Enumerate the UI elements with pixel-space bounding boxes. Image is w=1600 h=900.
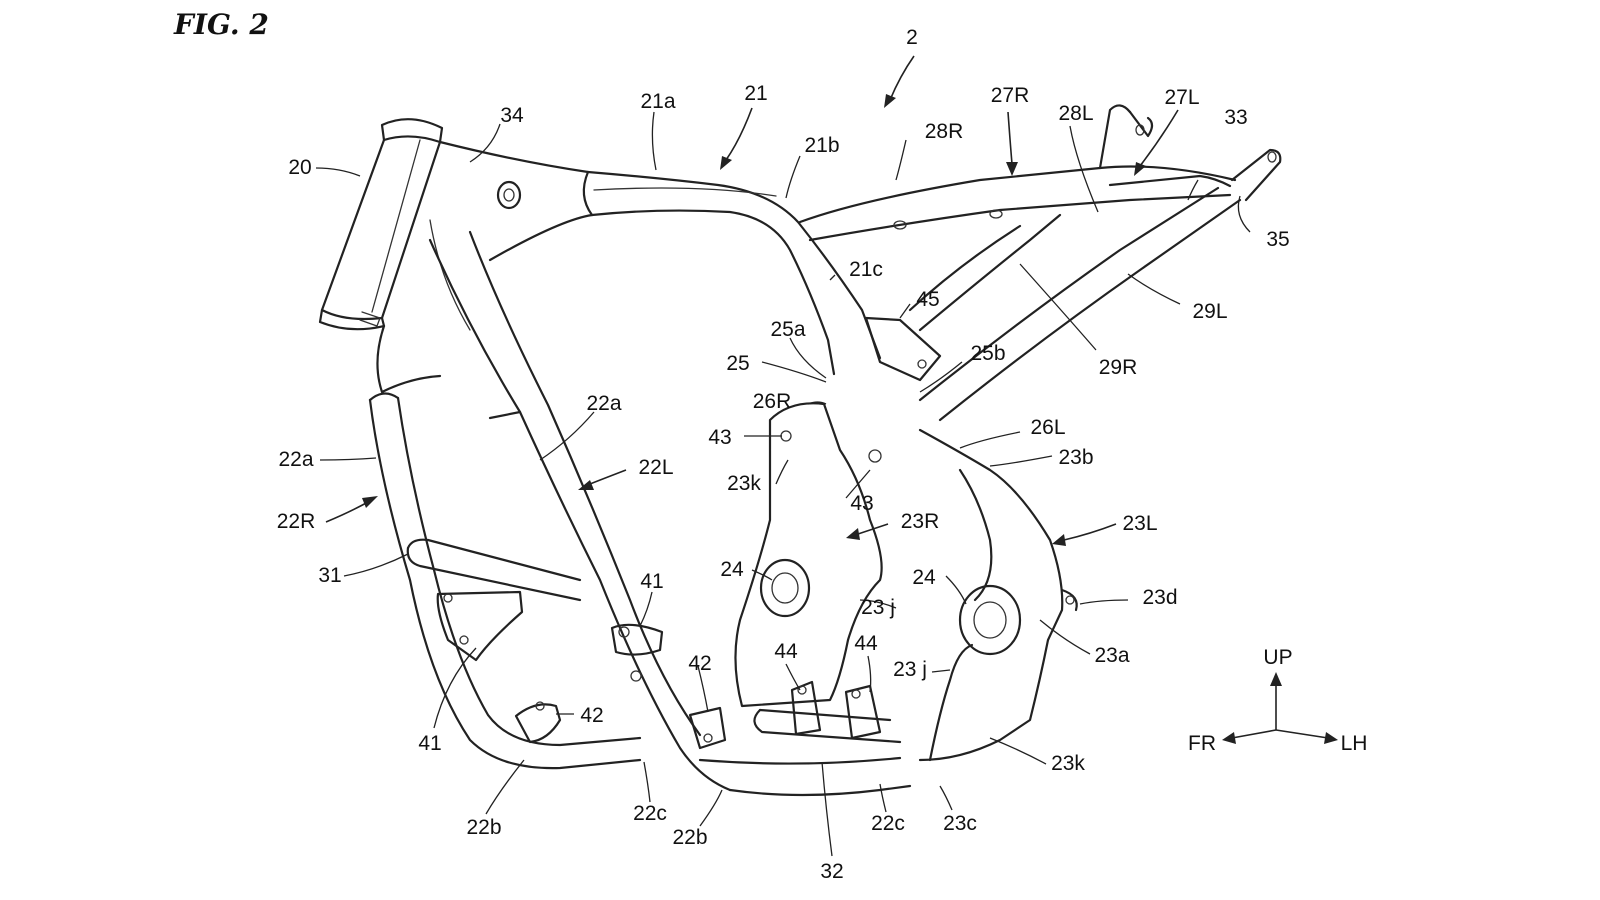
down-tube-22R [368,392,642,770]
brackets [436,316,942,750]
ref-23b: 23b [1058,446,1093,469]
direction-left-label: LH [1341,732,1368,755]
ref-26R: 26R [753,390,792,413]
orientation-indicator: UP FR LH [1188,646,1367,755]
ref-23c: 23c [943,812,977,835]
ref-33: 33 [1224,106,1247,129]
ref-34: 34 [500,104,524,127]
ref-23j-lower: 23 j [893,658,927,681]
ref-22R: 22R [277,510,316,533]
ref-23j-upper: 23 j [861,596,895,619]
reference-labels: 2 20 34 21a 21 21b 21c 28R 27R 28L 27L 3… [277,26,1290,883]
ref-23R: 23R [901,510,940,533]
ref-25a: 25a [770,318,805,341]
ref-29L: 29L [1192,300,1227,323]
ref-23L: 23L [1122,512,1157,535]
ref-21b: 21b [804,134,839,157]
ref-32: 32 [820,860,843,883]
pivot-plate-23L [868,428,1078,762]
sub-frame-29 [908,186,1242,422]
ref-41-upper: 41 [640,570,663,593]
ref-28L: 28L [1058,102,1093,125]
ref-23k-top: 23k [727,472,761,495]
ref-25b: 25b [970,342,1005,365]
ref-21: 21 [744,82,767,105]
ref-24-right: 24 [720,558,744,581]
ref-43-left: 43 [850,492,873,515]
direction-up-label: UP [1263,646,1292,669]
left-hand-arrowhead [1324,732,1338,744]
ref-42-mid: 42 [688,652,711,675]
ref-35: 35 [1266,228,1289,251]
figure-title: FIG. 2 [174,8,269,41]
leader-lines [315,111,1251,857]
ref-22c-left: 22c [633,802,667,825]
ref-frame-2: 2 [906,26,918,49]
ref-42-left: 42 [580,704,603,727]
ref-26L: 26L [1030,416,1065,439]
gusset-34 [376,140,590,394]
ref-22L: 22L [638,456,673,479]
direction-front-label: FR [1188,732,1216,755]
ref-41-lower: 41 [418,732,441,755]
ref-23d: 23d [1142,586,1177,609]
ref-23a: 23a [1094,644,1129,667]
ref-22b-left: 22b [466,816,501,839]
ref-27L: 27L [1164,86,1199,109]
ref-43-right: 43 [708,426,731,449]
ref-25: 25 [726,352,749,375]
ref-21c: 21c [849,258,883,281]
head-pipe [318,118,444,331]
lower-cross-pipe-32 [698,708,912,797]
ref-22a-mid: 22a [586,392,621,415]
ref-45: 45 [916,288,939,311]
cross-pipe-31 [406,538,582,602]
ref-29R: 29R [1099,356,1138,379]
ref-22c-right: 22c [871,812,905,835]
ref-28R: 28R [925,120,964,143]
ref-44-left: 44 [854,632,878,655]
seat-rails-27 [798,104,1282,242]
up-arrowhead [1270,672,1282,686]
front-arrowhead [1222,732,1236,744]
ref-22b-mid: 22b [672,826,707,849]
ref-24-left: 24 [912,566,936,589]
ref-20: 20 [288,156,311,179]
pivot-plate-23R [734,402,883,708]
down-tube-22L [428,230,732,792]
ref-22a-left: 22a [278,448,313,471]
main-frame-21 [488,170,882,376]
arrow-leaders [325,55,1179,546]
ref-21a: 21a [640,90,675,113]
ref-44-right: 44 [774,640,798,663]
ref-27R: 27R [991,84,1030,107]
ref-23k-bottom: 23k [1051,752,1085,775]
ref-31: 31 [318,564,341,587]
